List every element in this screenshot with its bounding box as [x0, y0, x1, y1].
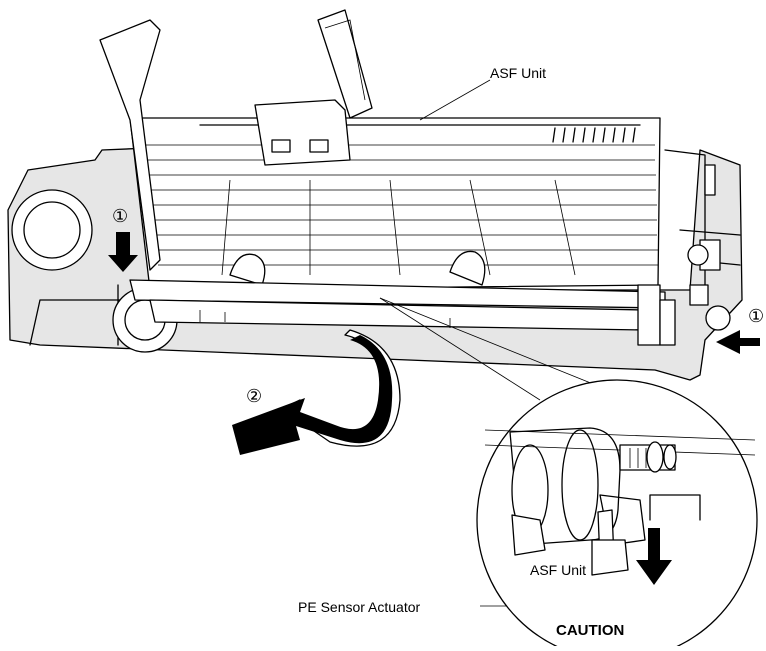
step-one-left: ①: [112, 206, 128, 226]
caution-inset: [476, 379, 758, 651]
arrow-rotate: [232, 329, 401, 455]
label-asf-unit-inset: ASF Unit: [530, 562, 586, 578]
arrow-left-down: [108, 232, 138, 272]
step-two: ②: [246, 386, 262, 406]
paper-guide-right: [317, 9, 373, 119]
label-asf-unit-top: ASF Unit: [490, 65, 546, 81]
asf-unit-body: [129, 117, 661, 291]
arrow-right-left: [716, 330, 760, 354]
tick-marks: [552, 127, 636, 143]
leader-asf-top: [419, 79, 491, 121]
step-one-right: ①: [748, 306, 764, 326]
right-gear: [687, 244, 731, 331]
paper-guide-left: [99, 19, 161, 271]
label-pe-sensor-actuator: PE Sensor Actuator: [298, 599, 421, 615]
leader-inset-1: [379, 297, 541, 401]
label-caution: CAUTION: [556, 622, 624, 639]
front-bar: [129, 279, 676, 346]
center-lever: [254, 99, 351, 166]
